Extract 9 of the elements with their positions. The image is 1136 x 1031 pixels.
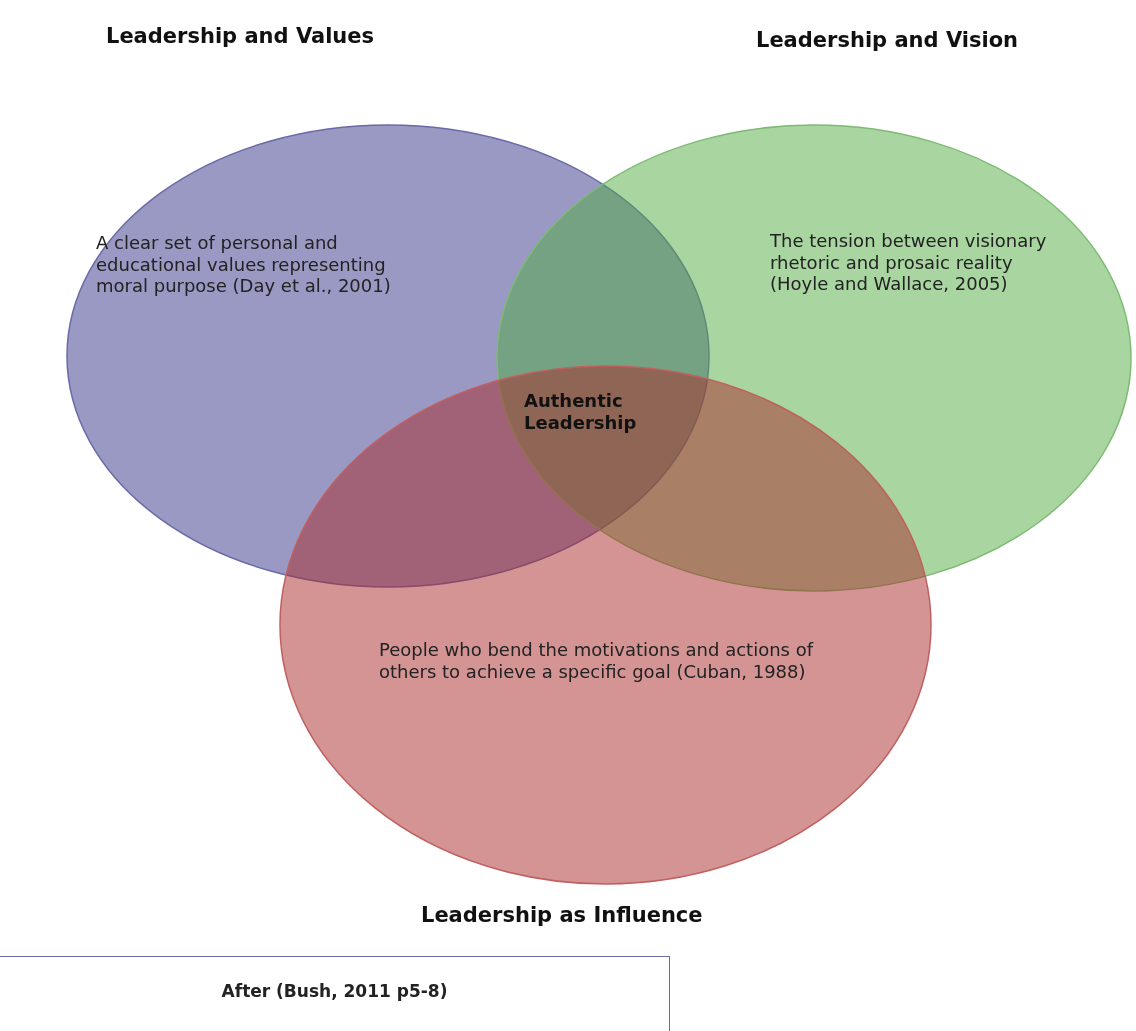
source-box bbox=[0, 956, 670, 1031]
circle-heading: Leadership as Influence bbox=[421, 903, 703, 929]
circle-heading: Leadership and Values bbox=[106, 24, 375, 50]
circle-description: People who bend the motivations and actions of others to achieve a specific goal (Cuban, 1988) bbox=[379, 639, 815, 683]
circle-description: The tension between visionary rhetoric and prosaic reality (Hoyle and Wallace, 2005) bbox=[770, 230, 1048, 295]
circle-description: A clear set of personal and educational values representing moral purpose (Day et al., 2001) bbox=[96, 232, 392, 297]
circle-heading: Leadership and Vision bbox=[756, 28, 1019, 54]
source-note: After (Bush, 2011 p5-8) bbox=[220, 981, 449, 1002]
center-label: Authentic Leadership bbox=[524, 390, 638, 434]
